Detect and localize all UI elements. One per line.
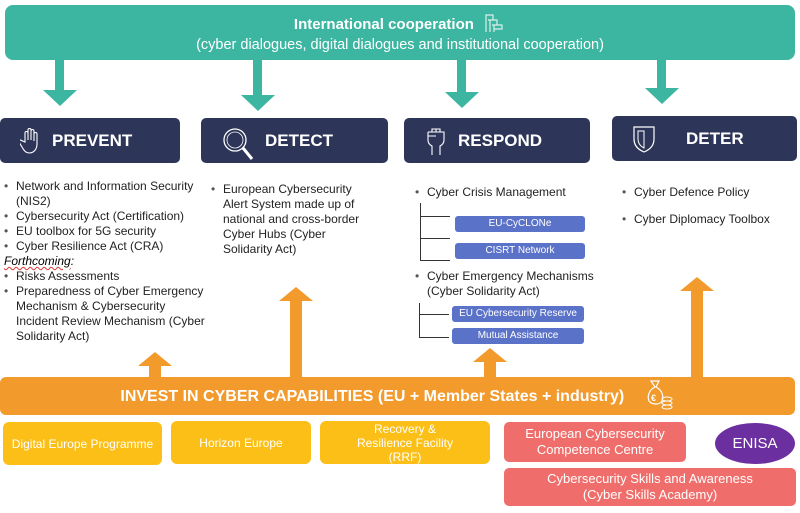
sub-item-cisrt-network: CISRT Network bbox=[455, 243, 585, 259]
list-item: Cyber Diplomacy Toolbox bbox=[622, 212, 797, 227]
programme-rrf: Recovery & Resilience Facility (RRF) bbox=[320, 421, 490, 464]
invest-label: INVEST IN CYBER CAPABILITIES (EU + Membe… bbox=[120, 388, 625, 405]
magnifier-icon bbox=[223, 127, 254, 160]
detect-list: European Cybersecurity Alert System made… bbox=[211, 182, 371, 257]
pillar-label: RESPOND bbox=[458, 130, 543, 150]
sub-item-mutual-assistance: Mutual Assistance bbox=[452, 328, 584, 344]
respond-list-2: Cyber Emergency Mechanisms (Cyber Solida… bbox=[415, 269, 615, 299]
up-arrow bbox=[680, 277, 714, 379]
shield-icon bbox=[633, 125, 655, 153]
eccc-box: European Cybersecurity Competence Centre bbox=[504, 422, 686, 462]
pillar-detect: DETECT bbox=[201, 118, 388, 163]
list-item: Network and Information Security (NIS2) bbox=[4, 179, 209, 209]
pillar-label: DETECT bbox=[265, 130, 333, 150]
up-arrow bbox=[473, 348, 507, 378]
sub-item-eu-cybersecurity-reserve: EU Cybersecurity Reserve bbox=[452, 306, 584, 322]
flags-icon bbox=[485, 14, 503, 32]
list-item: Cyber Crisis Management bbox=[415, 185, 605, 200]
fist-icon bbox=[427, 127, 445, 155]
down-arrow bbox=[445, 60, 479, 108]
pillar-label: PREVENT bbox=[52, 130, 133, 150]
programme-horizon-europe: Horizon Europe bbox=[171, 421, 311, 464]
enisa-badge: ENISA bbox=[715, 423, 795, 464]
prevent-list: Network and Information Security (NIS2) … bbox=[4, 179, 209, 344]
pillar-prevent: PREVENT bbox=[0, 118, 180, 163]
list-item: Cyber Defence Policy bbox=[622, 185, 797, 200]
up-arrow bbox=[279, 287, 313, 379]
list-item: EU toolbox for 5G security bbox=[4, 224, 209, 239]
respond-list: Cyber Crisis Management bbox=[415, 185, 605, 200]
money-bag-icon: € bbox=[647, 380, 673, 410]
list-item: Preparedness of Cyber Emergency Mechanis… bbox=[4, 284, 209, 344]
hand-icon bbox=[20, 127, 38, 154]
deter-list: Cyber Defence Policy Cyber Diplomacy Too… bbox=[622, 185, 797, 227]
banner-subtitle: (cyber dialogues, digital dialogues and … bbox=[196, 37, 604, 53]
pillar-respond: RESPOND bbox=[404, 118, 590, 163]
international-cooperation-banner: International cooperation (cyber dialogu… bbox=[5, 5, 795, 60]
list-item: European Cybersecurity Alert System made… bbox=[211, 182, 371, 257]
down-arrow bbox=[241, 60, 275, 111]
pillar-deter: DETER bbox=[612, 116, 797, 161]
forthcoming-label: Forthcoming bbox=[4, 254, 71, 268]
down-arrow bbox=[43, 60, 77, 106]
list-item: Cyber Emergency Mechanisms (Cyber Solida… bbox=[415, 269, 615, 299]
pillar-label: DETER bbox=[686, 128, 744, 148]
programme-digital-europe: Digital Europe Programme bbox=[3, 422, 162, 465]
sub-item-eu-cyclone: EU-CyCLONe bbox=[455, 216, 585, 232]
invest-banner: INVEST IN CYBER CAPABILITIES (EU + Membe… bbox=[0, 377, 795, 415]
banner-title: International cooperation bbox=[293, 16, 474, 33]
skills-box: Cybersecurity Skills and Awareness (Cybe… bbox=[504, 468, 796, 506]
list-item: Risks Assessments bbox=[4, 269, 209, 284]
list-item: Cyber Resilience Act (CRA) bbox=[4, 239, 209, 254]
up-arrow bbox=[138, 352, 172, 378]
svg-text:€: € bbox=[651, 393, 656, 403]
list-item: Cybersecurity Act (Certification) bbox=[4, 209, 209, 224]
down-arrow bbox=[645, 60, 679, 104]
